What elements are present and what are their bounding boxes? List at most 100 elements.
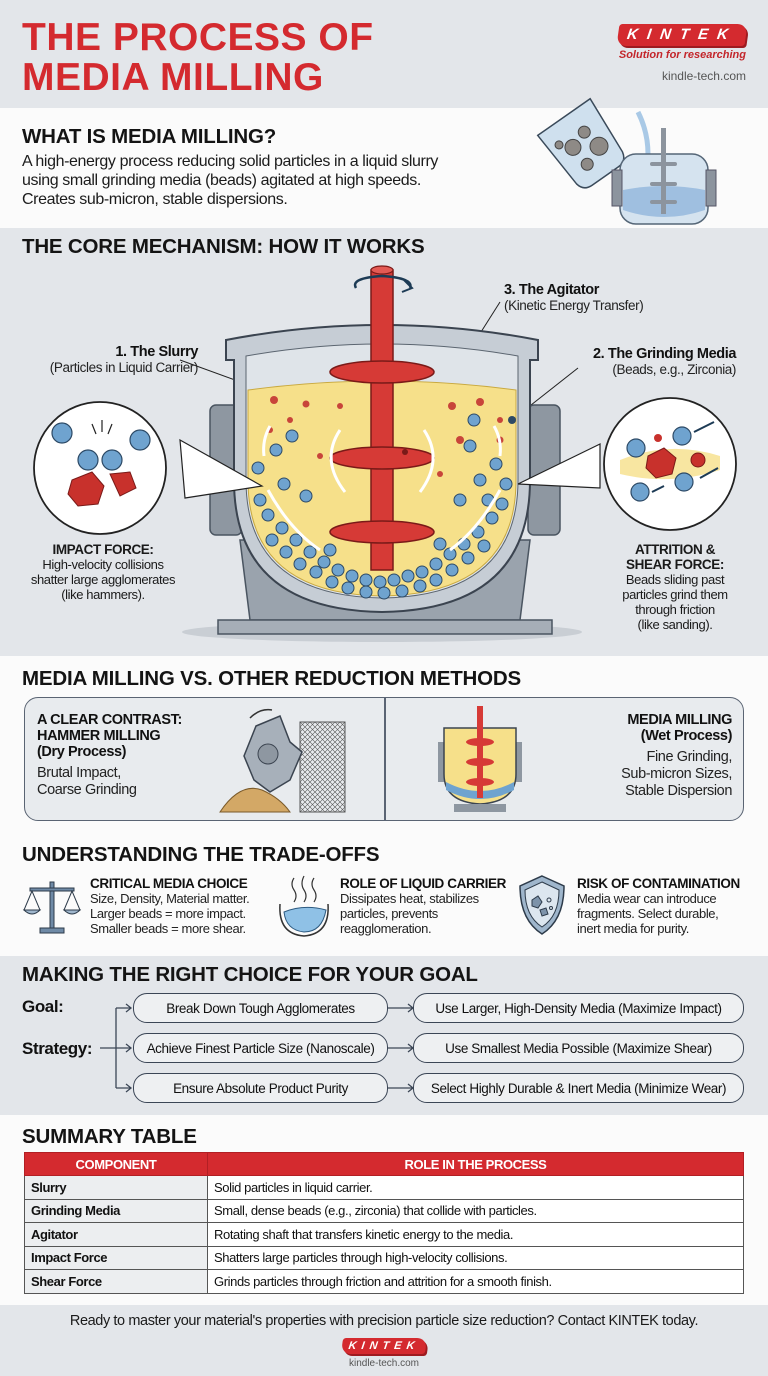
title-line-1: THE PROCESS OF [22,16,374,59]
tradeoff-desc: Size, Density, Material matter. [90,891,250,906]
tradeoff-desc: Media wear can introduce [577,891,717,906]
caption-line: through friction [635,602,715,617]
footer-kintek-logo[interactable]: KINTEK [340,1338,428,1354]
label-title: 3. The Agitator [504,282,599,298]
cell-component: Shear Force [24,1269,208,1294]
website-link[interactable]: kindle-tech.com [661,69,746,83]
panel-desc: Brutal Impact, [37,765,121,781]
kintek-logo[interactable]: KINTEK [616,24,748,46]
cell-component: Impact Force [24,1245,208,1270]
cell-component: Grinding Media [24,1198,208,1223]
hammer-mill-icon [219,708,346,813]
tradeoff-liquid-carrier: ROLE OF LIQUID CARRIER Dissipates heat, … [340,876,506,936]
label-sub: (Kinetic Energy Transfer) [504,298,644,313]
impact-force-caption: IMPACT FORCE: High-velocity collisions s… [10,542,196,602]
intro-line: Creates sub-micron, stable dispersions. [22,191,288,208]
tradeoff-desc: inert media for purity. [577,921,689,936]
label-grinding-media: 2. The Grinding Media (Beads, e.g., Zirc… [570,346,736,377]
cell-role: Rotating shaft that transfers kinetic en… [207,1222,744,1247]
liquid-bowl-icon [279,875,329,937]
column-header-role: ROLE IN THE PROCESS [207,1152,744,1176]
goal-pill-finest-size[interactable]: Achieve Finest Particle Size (Nanoscale) [133,1033,388,1063]
tradeoff-desc: Smaller beads = more shear. [90,921,246,936]
goal-pill-agglomerates[interactable]: Break Down Tough Agglomerates [133,993,388,1023]
comparison-heading: MEDIA MILLING VS. OTHER REDUCTION METHOD… [22,667,521,690]
caption-title: SHEAR FORCE: [626,557,724,572]
tradeoff-desc: fragments. Select durable, [577,906,719,921]
caption-line: particles grind them [622,587,728,602]
panel-title: A CLEAR CONTRAST: [37,712,182,728]
strategy-pill-smallest-media[interactable]: Use Smallest Media Possible (Maximize Sh… [413,1033,744,1063]
summary-heading: SUMMARY TABLE [22,1125,197,1148]
tradeoff-media-choice: CRITICAL MEDIA CHOICE Size, Density, Mat… [90,876,250,936]
panel-title: (Dry Process) [37,744,127,760]
intro-text: A high-energy process reducing solid par… [22,152,438,209]
label-sub: (Particles in Liquid Carrier) [49,360,199,375]
tradeoff-desc: reagglomeration. [340,921,432,936]
caption-title: IMPACT FORCE: [52,542,154,557]
label-title: 2. The Grinding Media [592,346,736,362]
goal-pill-purity[interactable]: Ensure Absolute Product Purity [133,1073,388,1103]
label-title: 1. The Slurry [115,344,198,360]
panel-title: HAMMER MILLING [37,728,161,744]
title-line-2: MEDIA MILLING [22,56,324,99]
caption-line: shatter large agglomerates [30,572,176,587]
caption-line: Beads sliding past [625,572,725,587]
cell-role: Small, dense beads (e.g., zirconia) that… [207,1198,744,1223]
caption-line: (like sanding). [637,617,713,632]
cell-role: Shatters large particles through high-ve… [207,1245,744,1270]
media-mill-icon [438,706,522,812]
intro-heading: WHAT IS MEDIA MILLING? [22,125,277,148]
panel-title: (Wet Process) [640,728,733,744]
panel-desc: Sub-micron Sizes, [621,766,732,782]
mill-diagram [33,265,737,642]
tradeoff-title: RISK OF CONTAMINATION [577,876,740,891]
choice-heading: MAKING THE RIGHT CHOICE FOR YOUR GOAL [22,963,478,986]
scale-icon [22,881,82,934]
tradeoff-desc: Dissipates heat, stabilizes [340,891,479,906]
column-header-component: COMPONENT [24,1152,208,1176]
table-header-row: COMPONENT ROLE IN THE PROCESS [24,1152,744,1176]
cell-role: Solid particles in liquid carrier. [207,1175,744,1200]
mechanism-heading: THE CORE MECHANISM: HOW IT WORKS [22,235,425,258]
tradeoff-title: CRITICAL MEDIA CHOICE [90,876,248,891]
footer-website-link[interactable]: kindle-tech.com [348,1358,420,1369]
tradeoff-desc: particles, prevents [340,906,438,921]
goal-label: Goal: [22,997,64,1016]
shield-icon [519,875,565,935]
comparison-divider [384,698,386,820]
hammer-milling-panel: A CLEAR CONTRAST: HAMMER MILLING (Dry Pr… [37,712,182,799]
comparison-box [24,697,744,821]
tradeoff-contamination: RISK OF CONTAMINATION Media wear can int… [577,876,740,936]
tradeoff-title: ROLE OF LIQUID CARRIER [340,876,506,891]
page-title: THE PROCESS OF MEDIA MILLING [22,18,374,98]
brand-block: KINTEK Solution for researching kindle-t… [614,24,748,83]
caption-line: (like hammers). [61,587,145,602]
intro-line: A high-energy process reducing solid par… [22,153,439,170]
footer-cta: Ready to master your material's properti… [69,1313,699,1329]
shear-force-caption: ATTRITION & SHEAR FORCE: Beads sliding p… [592,542,758,632]
tradeoffs-heading: UNDERSTANDING THE TRADE-OFFS [22,843,380,866]
media-milling-panel: MEDIA MILLING (Wet Process) Fine Grindin… [560,712,732,800]
strategy-pill-durable-media[interactable]: Select Highly Durable & Inert Media (Min… [413,1073,744,1103]
caption-title: ATTRITION & [634,542,716,557]
label-sub: (Beads, e.g., Zirconia) [612,362,736,377]
panel-desc: Coarse Grinding [37,782,137,798]
panel-title: MEDIA MILLING [627,712,732,728]
strategy-pill-larger-media[interactable]: Use Larger, High-Density Media (Maximize… [413,993,744,1023]
caption-line: High-velocity collisions [42,557,164,572]
label-agitator: 3. The Agitator (Kinetic Energy Transfer… [504,282,644,313]
beaker-pouring-illustration [536,97,717,225]
cell-component: Slurry [24,1175,208,1200]
intro-line: using small grinding media (beads) agita… [22,172,421,189]
strategy-label: Strategy: [22,1039,93,1058]
cell-component: Agitator [24,1222,208,1247]
label-slurry: 1. The Slurry (Particles in Liquid Carri… [30,344,199,375]
panel-desc: Fine Grinding, [646,749,733,765]
